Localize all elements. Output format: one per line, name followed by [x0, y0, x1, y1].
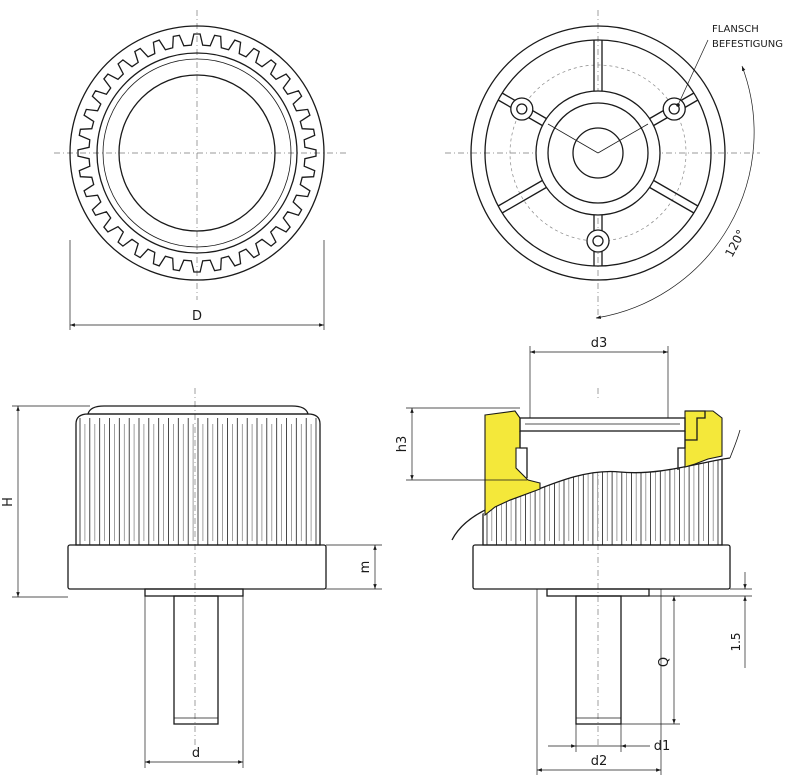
- label-offset: 1.5: [729, 632, 743, 651]
- label-Q: Q: [657, 657, 672, 667]
- dimension-d3: d3: [529, 336, 669, 418]
- section-view: [451, 388, 741, 745]
- dimension-d: d: [144, 596, 244, 768]
- label-H: H: [1, 497, 16, 507]
- label-befestigung: BEFESTIGUNG: [712, 39, 783, 50]
- yellow-section-right: [684, 410, 723, 468]
- rear-view-flange: [445, 10, 760, 320]
- dimension-H: H: [1, 405, 90, 598]
- label-h3: h3: [395, 436, 410, 453]
- rib-line: [501, 186, 547, 214]
- label-d2: d2: [591, 754, 608, 769]
- label-flansch: FLANSCH: [712, 24, 759, 35]
- fixing-boss: [586, 229, 610, 253]
- dimension-d2: d2: [536, 589, 662, 775]
- dimension-m: m: [326, 544, 382, 590]
- fixing-boss: [662, 97, 686, 121]
- label-d1: d1: [654, 739, 671, 754]
- label-D: D: [192, 309, 202, 324]
- fixing-hole: [516, 103, 528, 115]
- front-view-knurled: [54, 10, 346, 300]
- break-line: [451, 457, 731, 541]
- side-view: [67, 388, 327, 745]
- dimension-offset: 1.5: [649, 572, 752, 668]
- knurl-teeth: [77, 33, 317, 273]
- dimension-D: D: [69, 240, 325, 330]
- label-m: m: [358, 561, 373, 574]
- knurl-ribs: [79, 418, 317, 545]
- rib-line: [497, 179, 543, 207]
- dimension-d1: d1: [548, 724, 670, 754]
- fixing-boss: [510, 97, 534, 121]
- label-d: d: [192, 746, 200, 761]
- label-angle: 120°: [722, 227, 748, 259]
- dimension-Q: Q: [621, 595, 680, 725]
- label-d3: d3: [591, 336, 608, 351]
- dimension-h3: h3: [395, 407, 527, 481]
